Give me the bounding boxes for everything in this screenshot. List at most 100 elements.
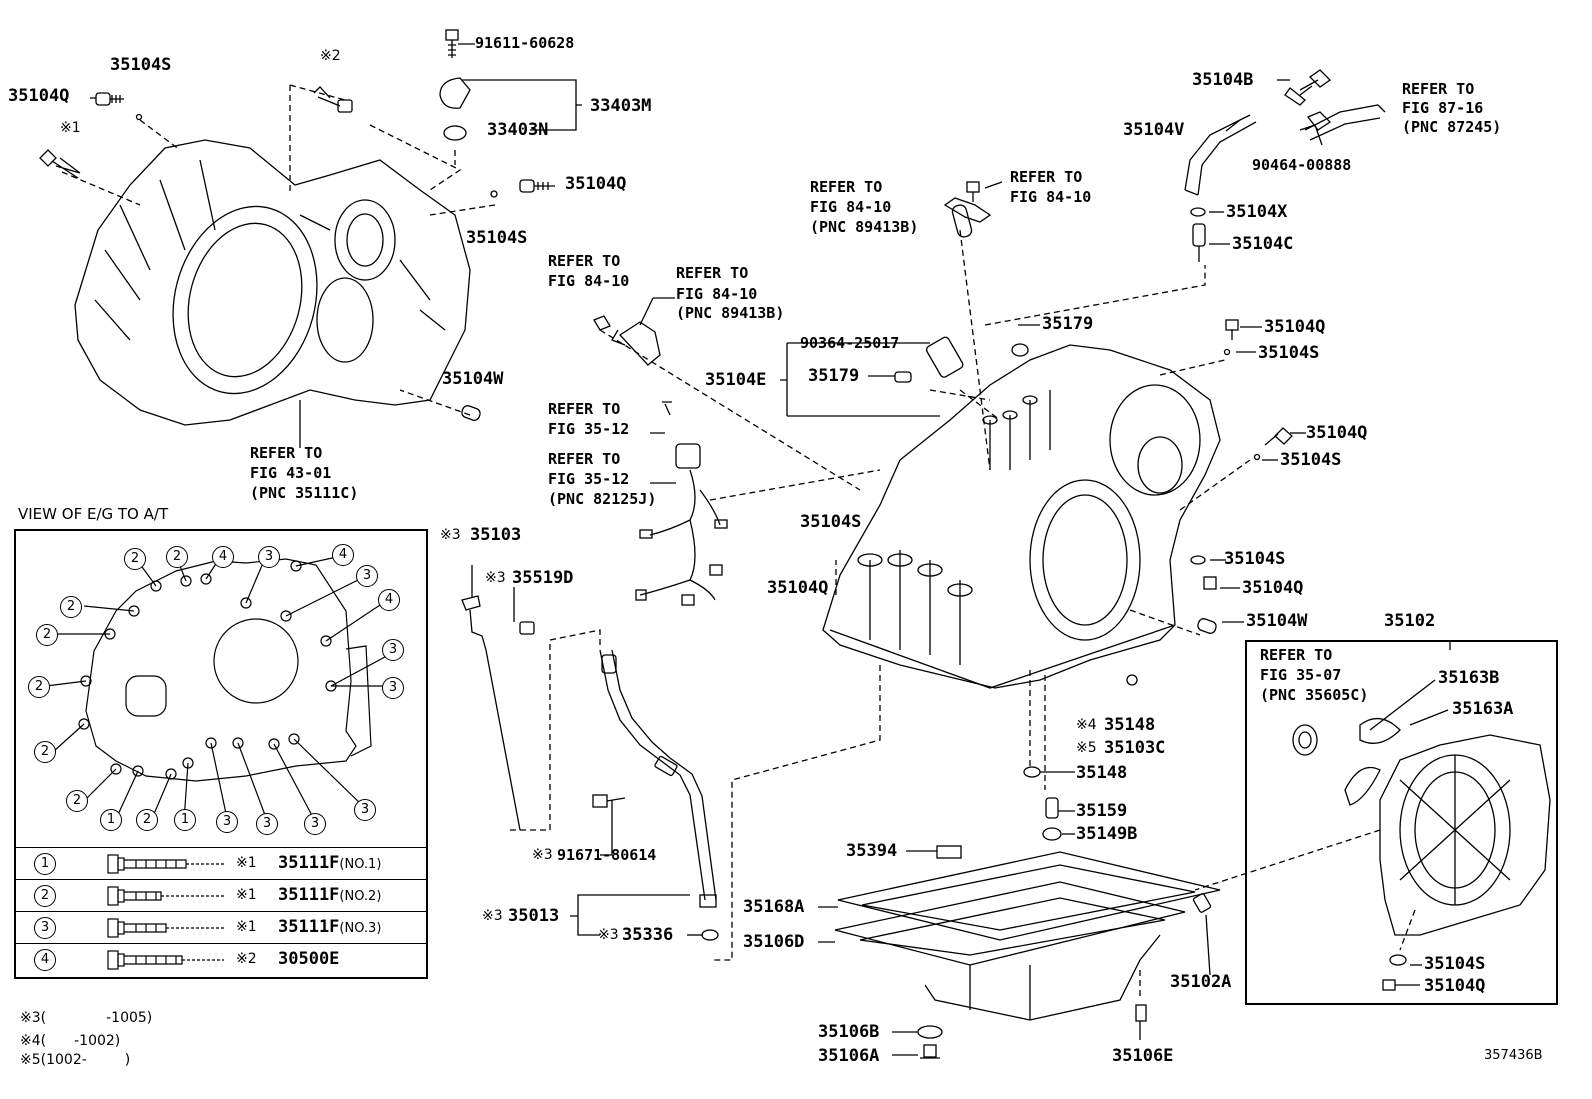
label-35159: 35159 (1076, 801, 1128, 821)
bolt-callout: 2 (136, 809, 158, 831)
legend-part: 35111F(NO.1) (278, 853, 381, 873)
refer-label: REFER TO (676, 264, 749, 282)
label-35013: 35013 (508, 906, 560, 926)
label-35149B: 35149B (1076, 824, 1138, 844)
refer-label: REFER TO (548, 400, 621, 418)
refer-pnc: (PNC 35111C) (250, 484, 359, 502)
label-35102: 35102 (1384, 611, 1436, 631)
legend-number: 1 (34, 853, 56, 875)
label-35104E: 35104E (705, 370, 767, 390)
label-35104X: 35104X (1226, 202, 1288, 222)
refer-pnc: (PNC 89413B) (676, 304, 785, 322)
footnote: ※3(-1005) (20, 1010, 152, 1026)
footnote-mark: ※5(1002- (20, 1052, 87, 1068)
label-35104W: 35104W (1246, 611, 1308, 631)
extension-housing (1192, 718, 1551, 991)
bolt-callout: 1 (174, 809, 196, 831)
refer-label: REFER TO (1010, 168, 1083, 186)
refer-label: REFER TO (1260, 646, 1333, 664)
legend-suffix: (NO.1) (339, 857, 382, 872)
label-35103C: 35103C (1104, 738, 1166, 758)
legend-number: 3 (34, 917, 56, 939)
label-35104Q: 35104Q (1264, 317, 1326, 337)
label-35163B: 35163B (1438, 668, 1500, 688)
leaders-top-left (61, 84, 496, 416)
bolt-callout: 2 (36, 624, 58, 646)
label-35106D: 35106D (743, 932, 805, 952)
label-35104W: 35104W (442, 369, 504, 389)
refer-fig: FIG 43-01 (250, 464, 332, 482)
refer-fig: FIG 35-07 (1260, 666, 1342, 684)
bolt-icon (107, 854, 224, 874)
label-35104S: 35104S (1224, 549, 1286, 569)
refer-label: REFER TO (250, 444, 323, 462)
label-35179: 35179 (1042, 314, 1094, 334)
footnote: ※5(1002-) (20, 1052, 130, 1068)
label-35104S: 35104S (1258, 343, 1320, 363)
refer-label: REFER TO (1402, 80, 1475, 98)
label-91671-80614: 91671-80614 (557, 846, 657, 864)
refer-pnc: (PNC 87245) (1402, 118, 1502, 136)
refer-fig: FIG 84-10 (548, 272, 630, 290)
mark-3: ※3 (440, 527, 461, 543)
mark-3: ※3 (485, 570, 506, 586)
refer-fig: FIG 84-10 (810, 198, 892, 216)
legend-mark: ※1 (236, 855, 257, 871)
label-35163A: 35163A (1452, 699, 1514, 719)
refer-label: REFER TO (548, 252, 621, 270)
small-parts-top-left (39, 29, 555, 421)
footnote-mark: ※4( (20, 1033, 47, 1049)
label-35104S: 35104S (1424, 954, 1486, 974)
label-35103: 35103 (470, 525, 522, 545)
label-35104Q: 35104Q (8, 86, 70, 106)
mark-5: ※5 (1076, 740, 1097, 756)
bolt-callout: 2 (60, 596, 82, 618)
label-35148: 35148 (1104, 715, 1156, 735)
view-eg-to-at-panel: 2 2 4 3 4 3 4 2 2 3 2 3 2 2 1 2 1 3 3 3 … (14, 529, 428, 979)
mark-1: ※1 (60, 120, 81, 136)
legend-part-number: 35111F (278, 917, 340, 937)
label-35106E: 35106E (1112, 1046, 1174, 1066)
wiring-harness (635, 401, 728, 606)
bolt-callout: 3 (258, 546, 280, 568)
label-35106B: 35106B (818, 1022, 880, 1042)
bolt-layout-drawing (45, 555, 397, 824)
legend-row: 1 ※1 35111F(NO.1) (16, 847, 426, 880)
label-35148: 35148 (1076, 763, 1128, 783)
label-33403M: 33403M (590, 96, 652, 116)
legend-part-number: 35111F (278, 853, 340, 873)
leaders-center (599, 229, 1416, 1000)
label-35104Q: 35104Q (767, 578, 829, 598)
label-35336: 35336 (622, 925, 674, 945)
label-35104Q: 35104Q (1242, 578, 1304, 598)
mark-2: ※2 (320, 48, 341, 64)
label-35106A: 35106A (818, 1046, 880, 1066)
transaxle-case (822, 344, 1221, 689)
label-35168A: 35168A (743, 897, 805, 917)
legend-mark: ※2 (236, 951, 257, 967)
bolt-callout: 1 (100, 809, 122, 831)
dipstick-and-tube (461, 595, 719, 941)
refer-fig: FIG 35-12 (548, 470, 630, 488)
footnote-mark: ※3( (20, 1010, 47, 1026)
refer-pnc: (PNC 89413B) (810, 218, 919, 236)
legend-mark: ※1 (236, 887, 257, 903)
bolt-callout: 2 (34, 741, 56, 763)
bolt-callout: 3 (356, 565, 378, 587)
label-90364-25017: 90364-25017 (800, 334, 900, 352)
label-35104V: 35104V (1123, 120, 1185, 140)
extension-housing-panel (1245, 640, 1558, 1005)
converter-housing (74, 139, 471, 426)
refer-fig: FIG 84-10 (676, 285, 758, 303)
bolt-callout: 4 (378, 589, 400, 611)
label-35519D: 35519D (512, 568, 574, 588)
bracket-33403M (462, 79, 582, 131)
refer-pnc: (PNC 82125J) (548, 490, 657, 508)
label-90464-00888: 90464-00888 (1252, 156, 1352, 174)
bolt-callout: 2 (28, 676, 50, 698)
leader-lines (90, 79, 1451, 1056)
legend-part: 30500E (278, 949, 339, 969)
legend-suffix: (NO.2) (339, 889, 382, 904)
legend-part-number: 30500E (278, 949, 340, 969)
